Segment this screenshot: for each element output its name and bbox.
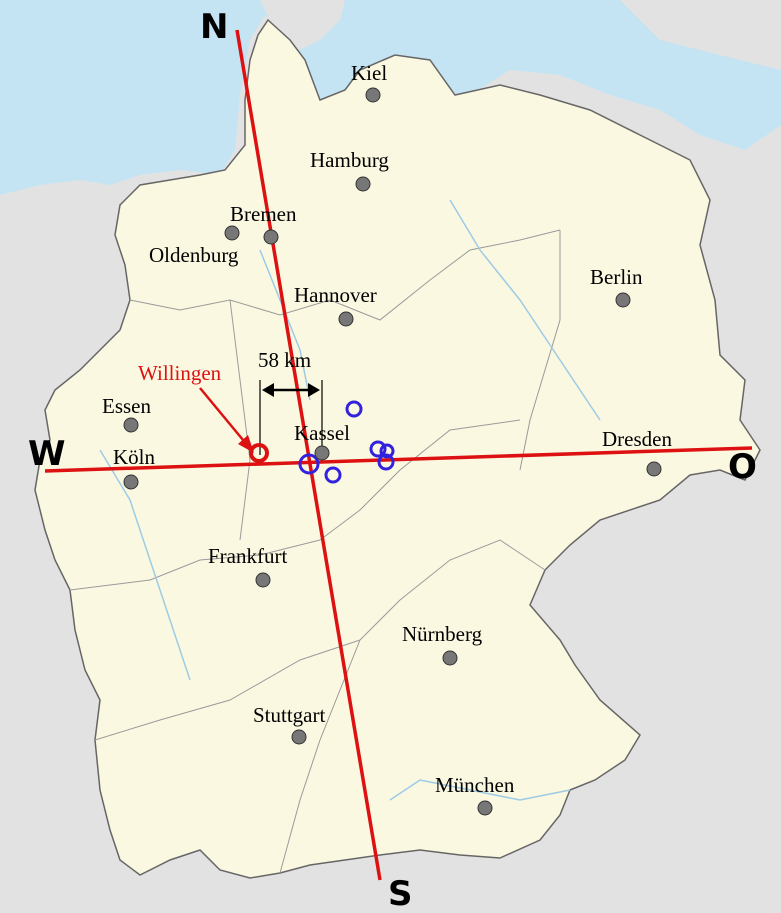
svg-text:Berlin: Berlin xyxy=(590,265,643,289)
south-label: S xyxy=(388,874,413,913)
city-oldenburg: Oldenburg xyxy=(149,225,240,267)
blue-markers xyxy=(298,400,395,484)
state-borders xyxy=(69,229,561,874)
svg-text:Nürnberg: Nürnberg xyxy=(402,622,483,646)
city-frankfurt: Frankfurt xyxy=(208,544,287,588)
willingen-label: Willingen xyxy=(138,361,222,385)
svg-text:Bremen: Bremen xyxy=(230,202,297,226)
city-kiel: Kiel xyxy=(351,61,387,103)
willingen-marker: Willingen xyxy=(138,361,269,463)
city-hannover: Hannover xyxy=(294,283,377,327)
city-muenchen: München xyxy=(435,773,515,816)
west-label: W xyxy=(28,434,66,474)
east-label: O xyxy=(728,447,757,487)
west-east-line xyxy=(44,446,753,473)
city-dresden: Dresden xyxy=(602,427,672,477)
distance-label: 58 km xyxy=(258,348,311,372)
svg-text:Kassel: Kassel xyxy=(294,421,350,445)
svg-text:Kiel: Kiel xyxy=(351,61,387,85)
svg-text:Frankfurt: Frankfurt xyxy=(208,544,287,568)
city-hamburg: Hamburg xyxy=(310,148,389,192)
cities: Kiel Hamburg Bremen Oldenburg Hannover B… xyxy=(102,61,672,816)
distance-indicator: 58 km xyxy=(258,348,323,455)
svg-text:Essen: Essen xyxy=(102,394,151,418)
rivers xyxy=(99,199,601,801)
svg-text:Hamburg: Hamburg xyxy=(310,148,389,172)
city-essen: Essen xyxy=(102,394,151,433)
svg-text:München: München xyxy=(435,773,515,797)
city-stuttgart: Stuttgart xyxy=(253,703,325,745)
city-koeln: Köln xyxy=(113,445,156,490)
germany-land xyxy=(34,18,761,879)
svg-text:Stuttgart: Stuttgart xyxy=(253,703,325,727)
city-berlin: Berlin xyxy=(590,265,643,308)
svg-text:Köln: Köln xyxy=(113,445,156,469)
city-kassel: Kassel xyxy=(294,421,350,461)
city-bremen: Bremen xyxy=(230,202,297,245)
sweden-land xyxy=(620,0,781,70)
svg-text:Hannover: Hannover xyxy=(294,283,377,307)
svg-text:Dresden: Dresden xyxy=(602,427,672,451)
north-label: N xyxy=(200,7,228,47)
city-nuernberg: Nürnberg xyxy=(402,622,483,666)
svg-text:Oldenburg: Oldenburg xyxy=(149,243,239,267)
